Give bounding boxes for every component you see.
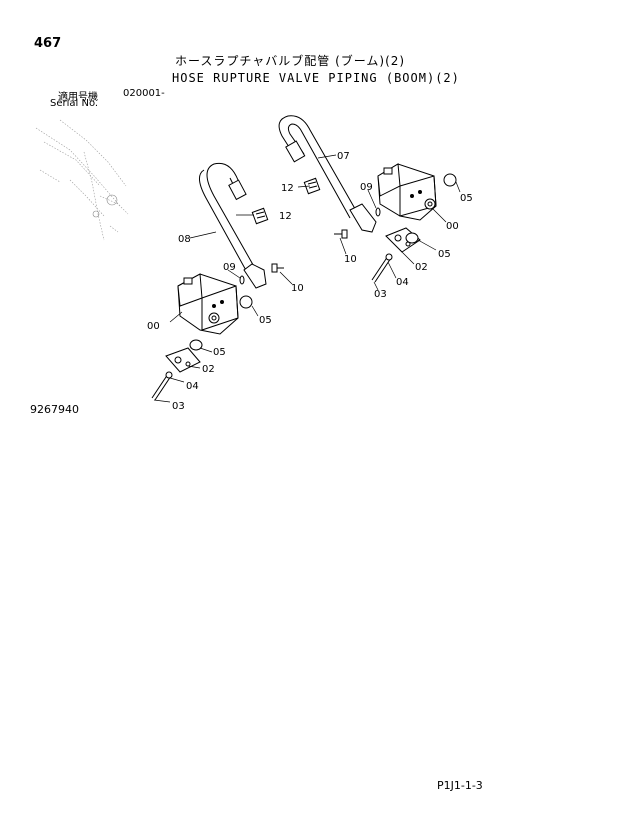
callout-05-right-bottom: 05 bbox=[438, 249, 451, 260]
page-code: P1J1-1-3 bbox=[437, 779, 483, 792]
page-number: 467 bbox=[34, 36, 62, 51]
oring-09-right bbox=[375, 207, 381, 217]
callout-09-right: 09 bbox=[360, 182, 373, 193]
clamp-12-upper bbox=[303, 177, 321, 195]
callout-03-right: 03 bbox=[374, 289, 387, 300]
callout-08: 08 bbox=[178, 234, 191, 245]
valve-left bbox=[177, 273, 239, 335]
callout-04-left: 04 bbox=[186, 381, 199, 392]
bolt-03-right bbox=[371, 253, 393, 283]
callout-09-left: 09 bbox=[223, 262, 236, 273]
callout-05-right-top: 05 bbox=[460, 193, 473, 204]
valve-right bbox=[377, 163, 437, 221]
callout-10-right: 10 bbox=[344, 254, 357, 265]
serial-label-english: Serial No. bbox=[50, 98, 99, 109]
serial-label-japanese: 適用号機 bbox=[58, 92, 98, 103]
oring-05-left bbox=[189, 295, 253, 351]
serial-value: 020001- bbox=[123, 88, 165, 99]
flange-02-left bbox=[165, 347, 201, 373]
callout-02-left: 02 bbox=[202, 364, 215, 375]
pipe-07 bbox=[278, 115, 377, 233]
callout-10-left: 10 bbox=[291, 283, 304, 294]
bolt-10-right bbox=[334, 229, 348, 239]
callout-07: 07 bbox=[337, 151, 350, 162]
machine-location-thumbnail bbox=[35, 119, 129, 241]
callout-12-lower: 12 bbox=[279, 211, 292, 222]
callout-05-left-bottom: 05 bbox=[213, 347, 226, 358]
callout-05-left-top: 05 bbox=[259, 315, 272, 326]
leader-lines bbox=[153, 154, 461, 403]
pipe-08 bbox=[199, 162, 267, 289]
callout-labels: 07 12 09 05 00 12 08 05 10 02 09 04 03 1… bbox=[147, 151, 473, 412]
callout-04-right: 04 bbox=[396, 277, 409, 288]
title-english: HOSE RUPTURE VALVE PIPING (BOOM)(2) bbox=[172, 71, 460, 85]
bolt-03-left bbox=[151, 371, 173, 401]
callout-02-right: 02 bbox=[415, 262, 428, 273]
figure-number: 9267940 bbox=[30, 403, 79, 416]
callout-12-upper: 12 bbox=[281, 183, 294, 194]
oring-09-left bbox=[239, 275, 245, 285]
clamp-12-lower bbox=[251, 207, 269, 225]
callout-00-left: 00 bbox=[147, 321, 160, 332]
title-japanese: ホースラプチャバルブ配管 (ブーム)(2) bbox=[175, 54, 406, 68]
bolt-10-left bbox=[271, 263, 284, 273]
oring-05-right bbox=[405, 173, 457, 244]
callout-03-left: 03 bbox=[172, 401, 185, 412]
callout-00-right: 00 bbox=[446, 221, 459, 232]
